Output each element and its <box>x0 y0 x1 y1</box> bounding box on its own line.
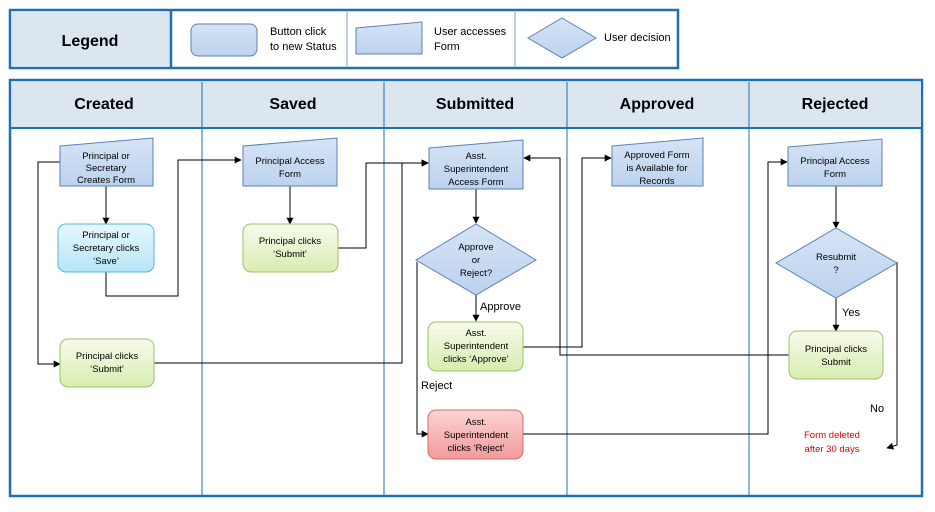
edge-decision-reject <box>416 262 429 438</box>
node-label: clicks ‘Reject’ <box>447 443 504 454</box>
node-secretary-clicks-save: Principal or Secretary clicks ‘Save’ <box>57 223 155 273</box>
node-label: Form <box>824 169 846 180</box>
node-label: Principal clicks <box>805 344 868 355</box>
node-label: ? <box>833 265 838 276</box>
node-label: Principal or <box>82 151 130 162</box>
node-label: Superintendent <box>444 341 509 352</box>
node-label: is Available for <box>626 163 687 174</box>
node-label: Secretary <box>86 163 127 174</box>
node-label: Asst. <box>465 328 486 339</box>
node-principal-clicks-submit-rejected: Principal clicks Submit <box>788 330 884 380</box>
edge-save-to-saved-access <box>105 156 242 297</box>
node-label: Superintendent <box>444 164 509 175</box>
legend-button-shape <box>190 23 258 57</box>
lane-header-submitted: Submitted <box>436 96 514 113</box>
connectors <box>37 154 898 450</box>
node-label: Form <box>279 169 301 180</box>
node-approve-or-reject-decision: Approve or Reject? <box>415 223 537 296</box>
node-label: Access Form <box>448 177 504 188</box>
node-label: Records <box>639 176 675 187</box>
node-label: Resubmit <box>816 252 856 263</box>
node-asst-clicks-approve: Asst. Superintendent clicks ‘Approve’ <box>427 321 524 372</box>
node-resubmit-decision: Resubmit ? <box>775 227 899 299</box>
legend-form-shape <box>355 21 423 55</box>
node-label: Approve <box>458 242 493 253</box>
legend-decision-label: User decision <box>604 32 671 44</box>
lane-header-saved: Saved <box>269 96 316 113</box>
node-principal-access-form-rejected: Principal Access Form <box>787 138 883 187</box>
node-label: Asst. <box>465 417 486 428</box>
lane-header-rejected: Rejected <box>802 96 869 113</box>
node-label: Principal Access <box>800 156 869 167</box>
legend-title-cell <box>12 12 170 66</box>
edge-resubmit-to-asst <box>523 154 789 356</box>
node-label: ‘Submit’ <box>273 249 307 260</box>
node-principal-access-form-saved: Principal Access Form <box>242 137 338 187</box>
node-label: Approved Form <box>624 150 690 161</box>
node-label: Principal clicks <box>76 351 139 362</box>
edge-created-submit-to-asst <box>154 159 429 364</box>
node-principal-creates-form: Principal or Secretary Creates Form <box>59 137 154 187</box>
legend-form-label-1: User accesses <box>434 26 507 38</box>
node-label: Submit <box>821 357 851 368</box>
edge-label-yes: Yes <box>842 307 860 319</box>
node-label: Principal clicks <box>259 236 322 247</box>
node-label: Superintendent <box>444 430 509 441</box>
node-form-deleted: Form deleted after 30 days <box>804 430 860 455</box>
node-approved-form-available: Approved Form is Available for Records <box>611 137 704 187</box>
edge-saved-submit-to-asst <box>338 159 429 249</box>
node-label: Form deleted <box>804 430 860 441</box>
legend-button-label-1: Button click <box>270 26 327 38</box>
edge-label-approve: Approve <box>480 301 521 313</box>
edge-label-no: No <box>870 403 884 415</box>
node-label: ‘Submit’ <box>90 364 124 375</box>
legend-title: Legend <box>62 33 119 50</box>
legend-form-label-2: Form <box>434 41 460 53</box>
edge-label-reject: Reject <box>421 380 452 392</box>
node-label: or <box>472 255 480 266</box>
node-label: Asst. <box>465 151 486 162</box>
swimlane-header-band <box>12 82 921 127</box>
legend-button-label-2: to new Status <box>270 41 337 53</box>
node-label: Secretary clicks <box>73 243 140 254</box>
edge-approve-to-approved <box>523 154 612 348</box>
node-label: Creates Form <box>77 175 135 186</box>
node-label: Reject? <box>460 268 492 279</box>
legend-decision-shape <box>527 17 597 59</box>
node-label: ‘Save’ <box>93 256 119 267</box>
node-label: Principal Access <box>255 156 324 167</box>
edge-resubmit-no <box>886 262 898 450</box>
node-label: Principal or <box>82 230 130 241</box>
lane-header-approved: Approved <box>620 96 695 113</box>
edge-create-to-submit <box>37 161 61 368</box>
lane-header-created: Created <box>74 96 134 113</box>
node-asst-clicks-reject: Asst. Superintendent clicks ‘Reject’ <box>427 409 524 460</box>
node-asst-access-form: Asst. Superintendent Access Form <box>428 139 524 190</box>
node-label: after 30 days <box>805 444 860 455</box>
node-principal-clicks-submit-saved: Principal clicks ‘Submit’ <box>242 223 339 273</box>
node-principal-clicks-submit-created: Principal clicks ‘Submit’ <box>59 338 155 388</box>
node-label: clicks ‘Approve’ <box>443 354 508 365</box>
legend: Legend Button click to new Status User a… <box>8 8 680 70</box>
edge-reject-to-rejected-access <box>523 158 788 435</box>
